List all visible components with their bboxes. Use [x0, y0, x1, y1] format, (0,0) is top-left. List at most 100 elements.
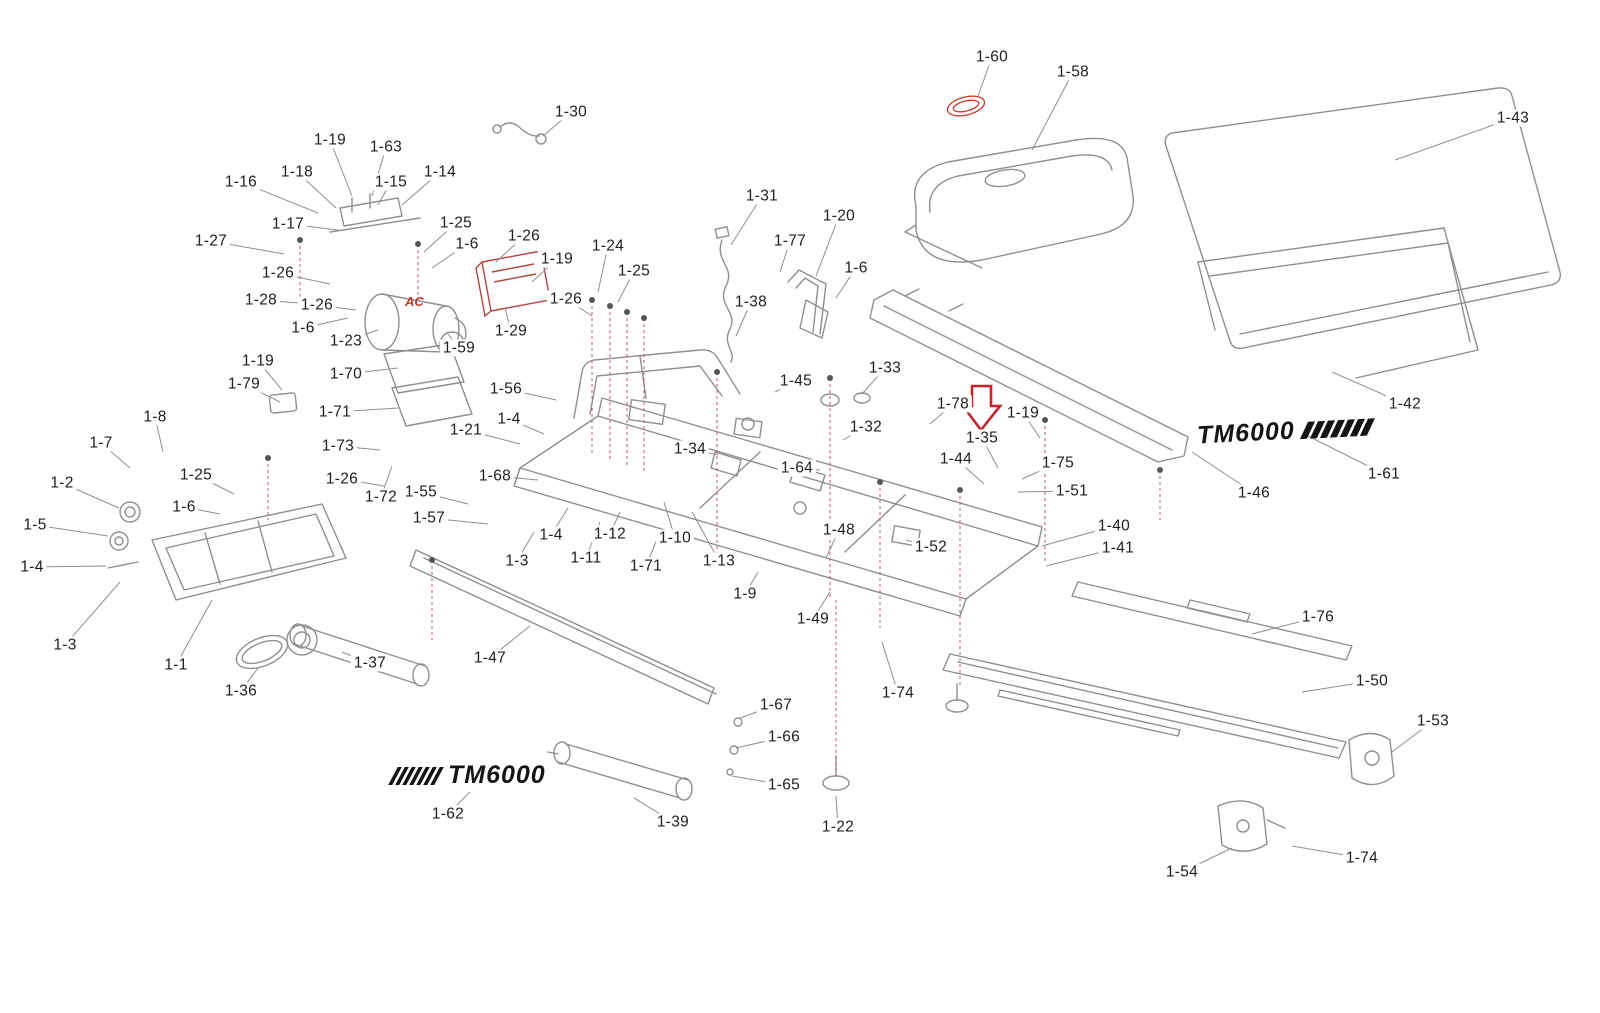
part-label-1-3-75: 1-3 — [50, 636, 80, 654]
part-label-1-44-48: 1-44 — [936, 450, 976, 468]
part-label-1-55-59: 1-55 — [401, 483, 441, 501]
part-label-1-59-30: 1-59 — [439, 339, 479, 357]
part-label-1-35-45: 1-35 — [962, 429, 1002, 447]
part-label-1-19-4: 1-19 — [310, 131, 350, 149]
part-label-1-39-91: 1-39 — [653, 813, 693, 831]
part-label-1-28-23: 1-28 — [241, 291, 281, 309]
part-label-1-26-20: 1-26 — [258, 264, 298, 282]
right-rail-shape — [869, 289, 1189, 463]
part-label-1-16-6: 1-16 — [221, 173, 261, 191]
part-label-1-9-68: 1-9 — [730, 585, 760, 603]
part-label-1-12-61: 1-12 — [590, 525, 630, 543]
leader-line — [815, 215, 840, 277]
part-label-1-33-36: 1-33 — [865, 359, 905, 377]
fastener-heads — [265, 237, 1163, 563]
part-label-1-26-52: 1-26 — [322, 470, 362, 488]
part-label-1-4-73: 1-4 — [17, 558, 47, 576]
part-label-1-27-12: 1-27 — [191, 232, 231, 250]
part-label-1-57-60: 1-57 — [409, 509, 449, 527]
part-label-1-41-71: 1-41 — [1098, 539, 1138, 557]
part-label-1-50-85: 1-50 — [1352, 672, 1392, 690]
part-label-1-49-74: 1-49 — [793, 610, 833, 628]
part-label-1-13-66: 1-13 — [699, 552, 739, 570]
leader-line — [1031, 71, 1074, 151]
part-label-1-36-79: 1-36 — [221, 682, 261, 700]
part-label-1-40-70: 1-40 — [1094, 517, 1134, 535]
part-label-1-73-46: 1-73 — [318, 437, 358, 455]
part-label-1-6-22: 1-6 — [841, 259, 871, 277]
part-label-1-6-56: 1-6 — [169, 498, 199, 516]
part-label-1-22-92: 1-22 — [818, 818, 858, 836]
part-label-1-37-77: 1-37 — [350, 654, 390, 672]
part-label-1-38-26: 1-38 — [731, 293, 771, 311]
part-label-1-25-11: 1-25 — [436, 214, 476, 232]
part-label-1-68-53: 1-68 — [475, 467, 515, 485]
motor-ac-marking: AC — [405, 294, 424, 309]
part-label-1-62-90: 1-62 — [428, 805, 468, 823]
part-label-1-64-54: 1-64 — [777, 459, 817, 477]
part-label-1-67-87: 1-67 — [756, 696, 796, 714]
part-label-1-52-72: 1-52 — [911, 538, 951, 556]
part-label-1-48-69: 1-48 — [819, 521, 859, 539]
leader-line — [1394, 117, 1514, 161]
part-label-1-63-5: 1-63 — [366, 138, 406, 156]
part-label-1-53-86: 1-53 — [1413, 712, 1453, 730]
part-label-1-43-2: 1-43 — [1493, 109, 1533, 127]
part-label-1-66-88: 1-66 — [764, 728, 804, 746]
part-label-1-4-63: 1-4 — [536, 526, 566, 544]
part-label-1-47-78: 1-47 — [470, 649, 510, 667]
part-label-1-11-64: 1-11 — [567, 549, 605, 567]
part-label-1-19-32: 1-19 — [238, 352, 278, 370]
leader-line — [175, 599, 213, 666]
brand-stripes-icon — [1299, 418, 1375, 440]
part-label-1-34-47: 1-34 — [670, 440, 710, 458]
fastener-guide-lines — [267, 240, 1161, 776]
part-label-1-26-25: 1-26 — [546, 290, 586, 308]
part-label-1-23-28: 1-23 — [326, 332, 366, 350]
part-label-1-54-93: 1-54 — [1162, 863, 1202, 881]
part-label-1-42-83: 1-42 — [1385, 395, 1425, 413]
deck-cover-shape — [1164, 87, 1561, 350]
part-label-1-21-43: 1-21 — [446, 421, 486, 439]
part-label-1-75-49: 1-75 — [1038, 454, 1078, 472]
red-oval-logo-icon — [946, 95, 986, 117]
part-label-1-45-35: 1-45 — [776, 372, 816, 390]
part-label-1-3-65: 1-3 — [502, 552, 532, 570]
console-shape — [914, 137, 1134, 263]
part-label-1-20-18: 1-20 — [819, 207, 859, 225]
part-label-1-46-81: 1-46 — [1234, 484, 1274, 502]
part-label-1-58-1: 1-58 — [1053, 63, 1093, 81]
part-label-1-65-89: 1-65 — [764, 776, 804, 794]
part-label-1-72-58: 1-72 — [361, 488, 401, 506]
part-label-1-6-27: 1-6 — [288, 319, 318, 337]
part-label-1-19-16: 1-19 — [537, 250, 577, 268]
part-label-1-17-10: 1-17 — [268, 215, 308, 233]
leader-line — [329, 139, 353, 197]
part-label-1-18-7: 1-18 — [277, 163, 317, 181]
part-label-1-56-34: 1-56 — [486, 380, 526, 398]
brand-stripes-icon — [388, 766, 444, 785]
part-label-1-8-37: 1-8 — [140, 408, 170, 426]
part-label-1-6-13: 1-6 — [452, 235, 482, 253]
deck-frame-shape — [1197, 227, 1479, 379]
part-label-1-5-57: 1-5 — [20, 516, 50, 534]
part-label-1-31-17: 1-31 — [742, 187, 782, 205]
part-label-1-14-9: 1-14 — [420, 163, 460, 181]
part-label-1-79-33: 1-79 — [224, 375, 264, 393]
part-label-1-74-94: 1-74 — [1342, 849, 1382, 867]
part-label-1-77-19: 1-77 — [770, 232, 810, 250]
part-label-1-78-40: 1-78 — [933, 395, 973, 413]
part-label-1-74-80: 1-74 — [878, 684, 918, 702]
part-label-1-10-62: 1-10 — [655, 529, 695, 547]
part-label-1-7-42: 1-7 — [86, 434, 116, 452]
part-label-1-26-14: 1-26 — [504, 227, 544, 245]
brand-text: TM6000 — [1196, 416, 1296, 450]
part-label-1-76-84: 1-76 — [1298, 608, 1338, 626]
part-label-1-25-21: 1-25 — [614, 262, 654, 280]
part-label-1-60-0: 1-60 — [972, 48, 1012, 66]
brand-text: TM6000 — [448, 761, 546, 789]
brand-logo-bottom-left: TM6000 — [388, 761, 546, 790]
